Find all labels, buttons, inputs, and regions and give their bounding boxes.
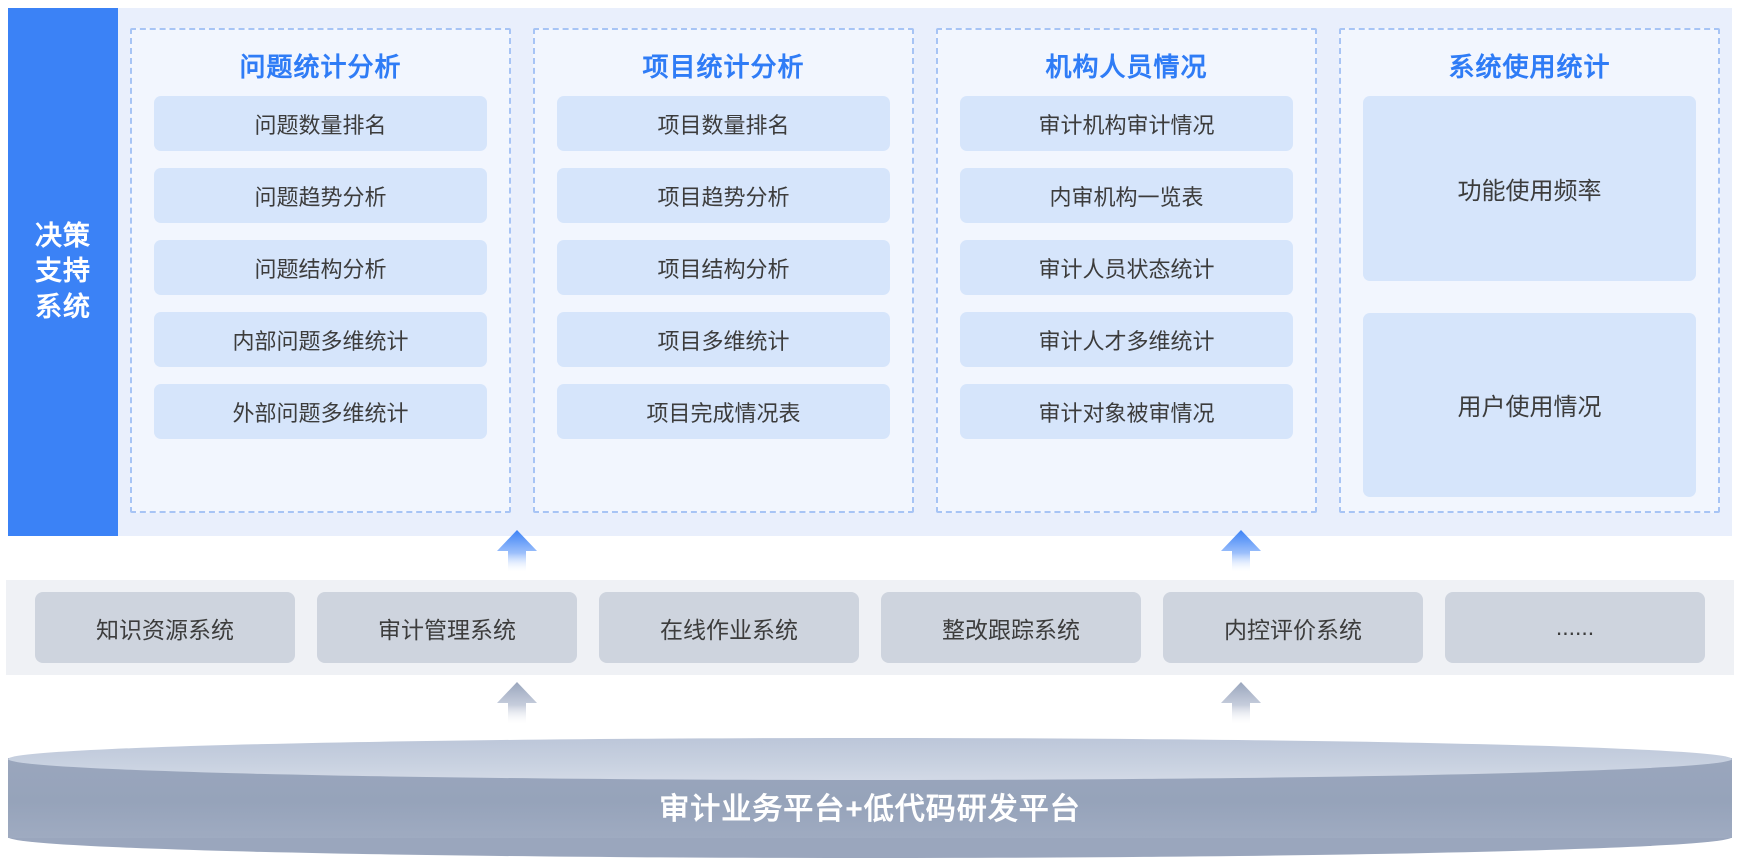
system-more-ellipsis[interactable]: ...... — [1445, 592, 1705, 663]
arrow-up-gray-left — [493, 680, 541, 724]
item-feature-usage-frequency[interactable]: 功能使用频率 — [1363, 96, 1696, 281]
column-system-usage-statistics: 系统使用统计 功能使用频率 用户使用情况 — [1339, 28, 1720, 513]
column-title-project-statistics: 项目统计分析 — [642, 52, 805, 82]
column-problem-statistics: 问题统计分析 问题数量排名 问题趋势分析 问题结构分析 内部问题多维统计 外部问… — [130, 28, 511, 513]
item-user-usage-status[interactable]: 用户使用情况 — [1363, 312, 1696, 497]
business-systems-list: 知识资源系统 审计管理系统 在线作业系统 整改跟踪系统 内控评价系统 .....… — [35, 592, 1705, 663]
column-title-problem-statistics: 问题统计分析 — [239, 52, 402, 82]
analysis-columns: 问题统计分析 问题数量排名 问题趋势分析 问题结构分析 内部问题多维统计 外部问… — [118, 8, 1732, 536]
item-problem-trend-analysis[interactable]: 问题趋势分析 — [154, 168, 487, 223]
item-project-trend-analysis[interactable]: 项目趋势分析 — [557, 168, 890, 223]
arrow-up-blue-right — [1217, 528, 1265, 572]
item-project-structure-analysis[interactable]: 项目结构分析 — [557, 240, 890, 295]
column-organization-personnel: 机构人员情况 审计机构审计情况 内审机构一览表 审计人员状态统计 审计人才多维统… — [936, 28, 1317, 513]
item-audit-object-audited-status[interactable]: 审计对象被审情况 — [960, 384, 1293, 439]
system-online-work[interactable]: 在线作业系统 — [599, 592, 859, 663]
item-audit-org-audit-status[interactable]: 审计机构审计情况 — [960, 96, 1293, 151]
item-external-problem-multidim[interactable]: 外部问题多维统计 — [154, 384, 487, 439]
column-project-statistics: 项目统计分析 项目数量排名 项目趋势分析 项目结构分析 项目多维统计 项目完成情… — [533, 28, 914, 513]
business-systems-band: 知识资源系统 审计管理系统 在线作业系统 整改跟踪系统 内控评价系统 .....… — [6, 580, 1734, 675]
arrow-up-gray-right — [1217, 680, 1265, 724]
system-knowledge-resource[interactable]: 知识资源系统 — [35, 592, 295, 663]
column-title-system-usage-statistics: 系统使用统计 — [1448, 52, 1611, 82]
item-project-count-ranking[interactable]: 项目数量排名 — [557, 96, 890, 151]
item-internal-audit-org-list[interactable]: 内审机构一览表 — [960, 168, 1293, 223]
column-title-organization-personnel: 机构人员情况 — [1045, 52, 1208, 82]
system-audit-management[interactable]: 审计管理系统 — [317, 592, 577, 663]
sidebar-line-1: 决策 — [35, 220, 91, 251]
item-project-multidim-statistics[interactable]: 项目多维统计 — [557, 312, 890, 367]
item-auditor-status-statistics[interactable]: 审计人员状态统计 — [960, 240, 1293, 295]
arrow-up-blue-left — [493, 528, 541, 572]
item-audit-talent-multidim[interactable]: 审计人才多维统计 — [960, 312, 1293, 367]
cylinder-top-ellipse — [8, 738, 1732, 780]
platform-label: 审计业务平台+低代码研发平台 — [659, 793, 1081, 826]
decision-support-panel: 决策 支持 系统 问题统计分析 问题数量排名 问题趋势分析 问题结构分析 内部问… — [8, 8, 1732, 536]
item-problem-structure-analysis[interactable]: 问题结构分析 — [154, 240, 487, 295]
item-project-completion-table[interactable]: 项目完成情况表 — [557, 384, 890, 439]
sidebar-line-2: 支持 — [35, 256, 91, 287]
platform-cylinder: 审计业务平台+低代码研发平台 — [8, 738, 1732, 858]
system-usage-items: 功能使用频率 用户使用情况 — [1363, 96, 1696, 497]
item-internal-problem-multidim[interactable]: 内部问题多维统计 — [154, 312, 487, 367]
system-internal-control-evaluation[interactable]: 内控评价系统 — [1163, 592, 1423, 663]
sidebar-decision-support-label: 决策 支持 系统 — [8, 8, 118, 536]
system-rectification-tracking[interactable]: 整改跟踪系统 — [881, 592, 1141, 663]
item-problem-count-ranking[interactable]: 问题数量排名 — [154, 96, 487, 151]
sidebar-line-3: 系统 — [35, 291, 91, 322]
